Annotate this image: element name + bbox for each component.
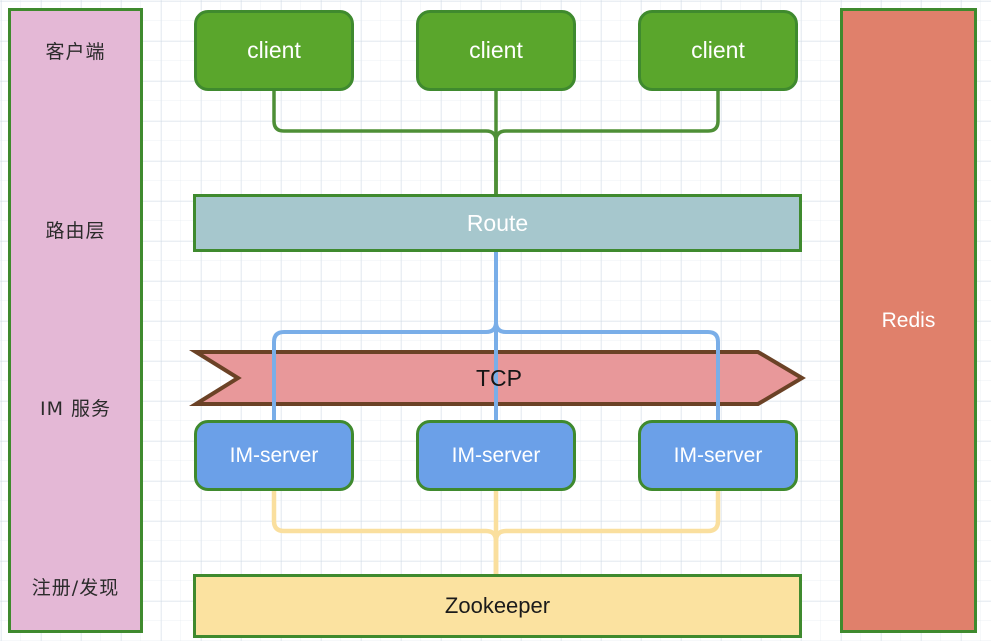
route-to-imserver-links	[272, 250, 720, 422]
im-server-node-3[interactable]: IM-server	[638, 420, 798, 491]
lane-label-im-service: IM 服务	[39, 398, 112, 421]
client-node-2[interactable]: client	[416, 10, 576, 91]
client-to-route-links	[272, 89, 720, 196]
imserver-to-zookeeper-links	[271, 488, 721, 577]
zookeeper-node[interactable]: Zookeeper	[193, 574, 802, 638]
lane-label-registry-discovery: 注册/发现	[31, 576, 120, 599]
route-node[interactable]: Route	[193, 194, 802, 252]
client-node-2-label: client	[469, 37, 523, 63]
zookeeper-node-label: Zookeeper	[444, 593, 551, 618]
client-node-1[interactable]: client	[194, 10, 354, 91]
im-server-node-2-label: IM-server	[451, 443, 541, 467]
im-server-node-3-label: IM-server	[673, 443, 763, 467]
layer-legend-panel: 客户端 路由层 IM 服务 注册/发现	[8, 8, 143, 633]
client-node-3[interactable]: client	[638, 10, 798, 91]
route-node-label: Route	[466, 209, 529, 236]
lane-label-route: 路由层	[45, 219, 106, 242]
client-node-3-label: client	[691, 37, 745, 63]
redis-node-label: Redis	[881, 308, 936, 332]
redis-node[interactable]: Redis	[840, 8, 977, 633]
im-server-node-2[interactable]: IM-server	[416, 420, 576, 491]
client-node-1-label: client	[247, 37, 301, 63]
im-server-node-1[interactable]: IM-server	[194, 420, 354, 491]
lane-label-client: 客户端	[45, 41, 106, 63]
im-server-node-1-label: IM-server	[229, 443, 319, 467]
